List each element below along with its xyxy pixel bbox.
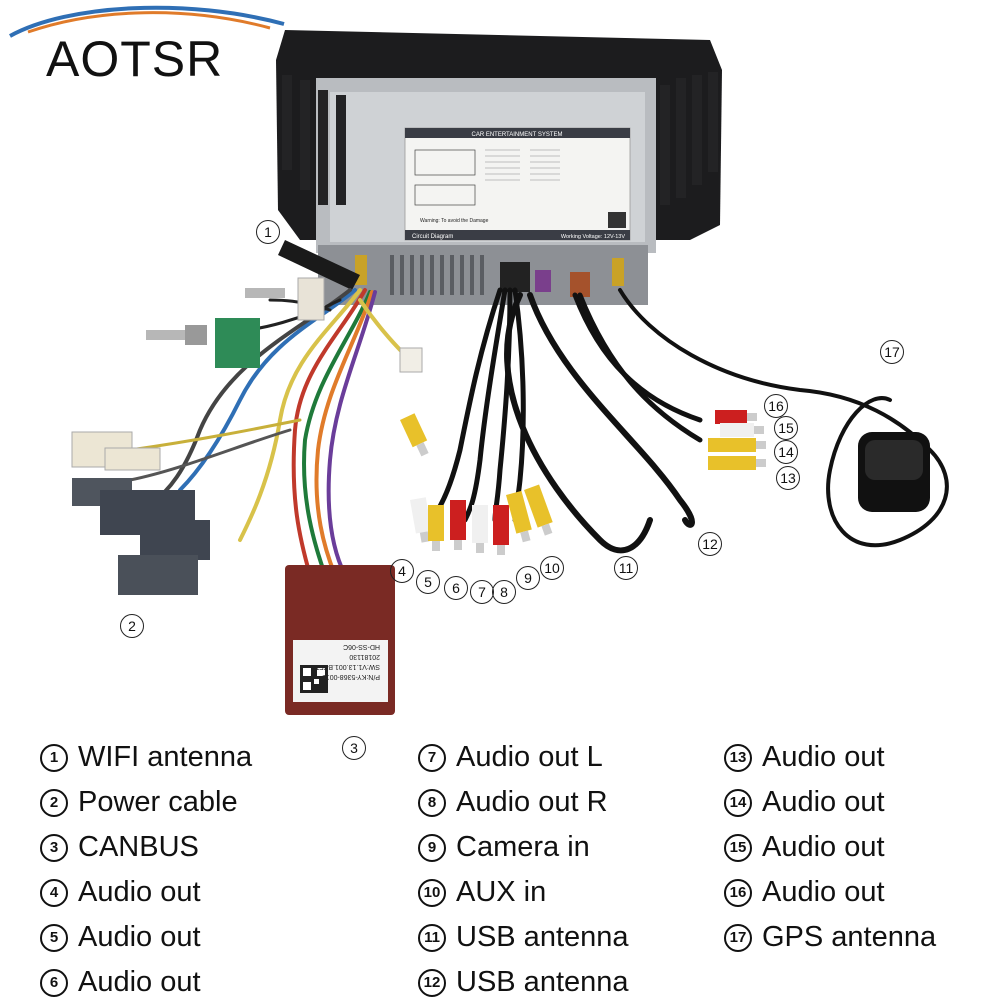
legend-label: CANBUS bbox=[78, 831, 199, 863]
callout-8: 8 bbox=[492, 580, 516, 604]
legend-column-2: 7 Audio out L 8 Audio out R 9 Camera in 10… bbox=[418, 735, 629, 1005]
sticker-warning: Warning: To avoid the Damage bbox=[420, 218, 489, 224]
legend-item: 6 Audio out bbox=[40, 960, 252, 1005]
callout-5: 5 bbox=[416, 570, 440, 594]
legend-number: 17 bbox=[724, 923, 752, 952]
legend-label: GPS antenna bbox=[762, 921, 937, 953]
canbus-model: HD-SS-06C bbox=[343, 643, 380, 650]
legend-label: Audio out bbox=[78, 876, 201, 908]
legend-label: Camera in bbox=[456, 831, 590, 863]
legend-number: 8 bbox=[418, 788, 446, 817]
legend-number: 14 bbox=[724, 788, 752, 817]
callout-2: 2 bbox=[120, 614, 144, 638]
sticker-diagram-title: Circuit Diagram bbox=[412, 234, 453, 240]
legend-number: 16 bbox=[724, 878, 752, 907]
legend-label: Audio out bbox=[762, 741, 885, 773]
callout-14: 14 bbox=[774, 440, 798, 464]
legend-item: 4 Audio out bbox=[40, 870, 252, 915]
legend-label: USB antenna bbox=[456, 966, 629, 998]
callout-9: 9 bbox=[516, 566, 540, 590]
callout-15: 15 bbox=[774, 416, 798, 440]
callout-12: 12 bbox=[698, 532, 722, 556]
legend-number: 1 bbox=[40, 743, 68, 772]
canbus-box: HD-SS-06C 20181130 SW:V1.13.001.BYFT P/N… bbox=[285, 565, 395, 715]
legend-number: 15 bbox=[724, 833, 752, 862]
callout-17: 17 bbox=[880, 340, 904, 364]
legend-label: Audio out bbox=[762, 786, 885, 818]
rca-plugs-front bbox=[400, 413, 553, 555]
legend-item: 14 Audio out bbox=[724, 780, 936, 825]
legend-item: 11 USB antenna bbox=[418, 915, 629, 960]
legend-item: 13 Audio out bbox=[724, 735, 936, 780]
legend-number: 9 bbox=[418, 833, 446, 862]
legend-label: USB antenna bbox=[456, 921, 629, 953]
legend-item: 12 USB antenna bbox=[418, 960, 629, 1005]
callout-6: 6 bbox=[444, 576, 468, 600]
callout-16: 16 bbox=[764, 394, 788, 418]
sticker-header: CAR ENTERTAINMENT SYSTEM bbox=[471, 132, 562, 138]
legend-label: Audio out bbox=[762, 831, 885, 863]
gps-antenna bbox=[858, 432, 930, 512]
legend-item: 15 Audio out bbox=[724, 825, 936, 870]
legend-label: Audio out bbox=[762, 876, 885, 908]
head-unit: CAR ENTERTAINMENT SYSTEM Warning: To avo… bbox=[276, 30, 722, 305]
legend-label: Audio out bbox=[78, 966, 201, 998]
legend-number: 12 bbox=[418, 968, 446, 997]
legend-item: 9 Camera in bbox=[418, 825, 629, 870]
legend-item: 5 Audio out bbox=[40, 915, 252, 960]
callout-10: 10 bbox=[540, 556, 564, 580]
legend-number: 3 bbox=[40, 833, 68, 862]
legend-item: 17 GPS antenna bbox=[724, 915, 936, 960]
legend-item: 3 CANBUS bbox=[40, 825, 252, 870]
connectors bbox=[71, 277, 423, 595]
callout-13: 13 bbox=[776, 466, 800, 490]
legend-number: 13 bbox=[724, 743, 752, 772]
legend-item: 7 Audio out L bbox=[418, 735, 629, 780]
legend-item: 8 Audio out R bbox=[418, 780, 629, 825]
legend-label: Audio out L bbox=[456, 741, 603, 773]
product-photo: CAR ENTERTAINMENT SYSTEM Warning: To avo… bbox=[71, 30, 949, 715]
callout-3: 3 bbox=[342, 736, 366, 760]
legend-item: 1 WIFI antenna bbox=[40, 735, 252, 780]
legend-number: 4 bbox=[40, 878, 68, 907]
legend-item: 2 Power cable bbox=[40, 780, 252, 825]
legend-label: Power cable bbox=[78, 786, 238, 818]
legend-item: 10 AUX in bbox=[418, 870, 629, 915]
sticker-voltage: Working Voltage: 12V-13V bbox=[561, 234, 625, 240]
legend-label: Audio out bbox=[78, 921, 201, 953]
legend-number: 2 bbox=[40, 788, 68, 817]
legend-number: 5 bbox=[40, 923, 68, 952]
logo-swoosh-icon bbox=[9, 5, 285, 38]
callout-11: 11 bbox=[614, 556, 638, 580]
legend-number: 7 bbox=[418, 743, 446, 772]
legend-number: 10 bbox=[418, 878, 446, 907]
canbus-sw: SW:V1.13.001.BYFT bbox=[314, 663, 380, 670]
legend-number: 11 bbox=[418, 923, 446, 952]
legend-label: Audio out R bbox=[456, 786, 608, 818]
legend-item: 16 Audio out bbox=[724, 870, 936, 915]
brand-logo: AOTSR bbox=[46, 31, 224, 87]
rca-plugs-right bbox=[708, 410, 766, 470]
legend-number: 6 bbox=[40, 968, 68, 997]
legend-label: WIFI antenna bbox=[78, 741, 253, 773]
callout-4: 4 bbox=[390, 559, 414, 583]
canbus-pn: P/N:KY-5368-0011 bbox=[322, 673, 380, 680]
callout-7: 7 bbox=[470, 580, 494, 604]
callout-1: 1 bbox=[256, 220, 280, 244]
legend-label: AUX in bbox=[456, 876, 547, 908]
canbus-date: 20181130 bbox=[349, 653, 380, 660]
